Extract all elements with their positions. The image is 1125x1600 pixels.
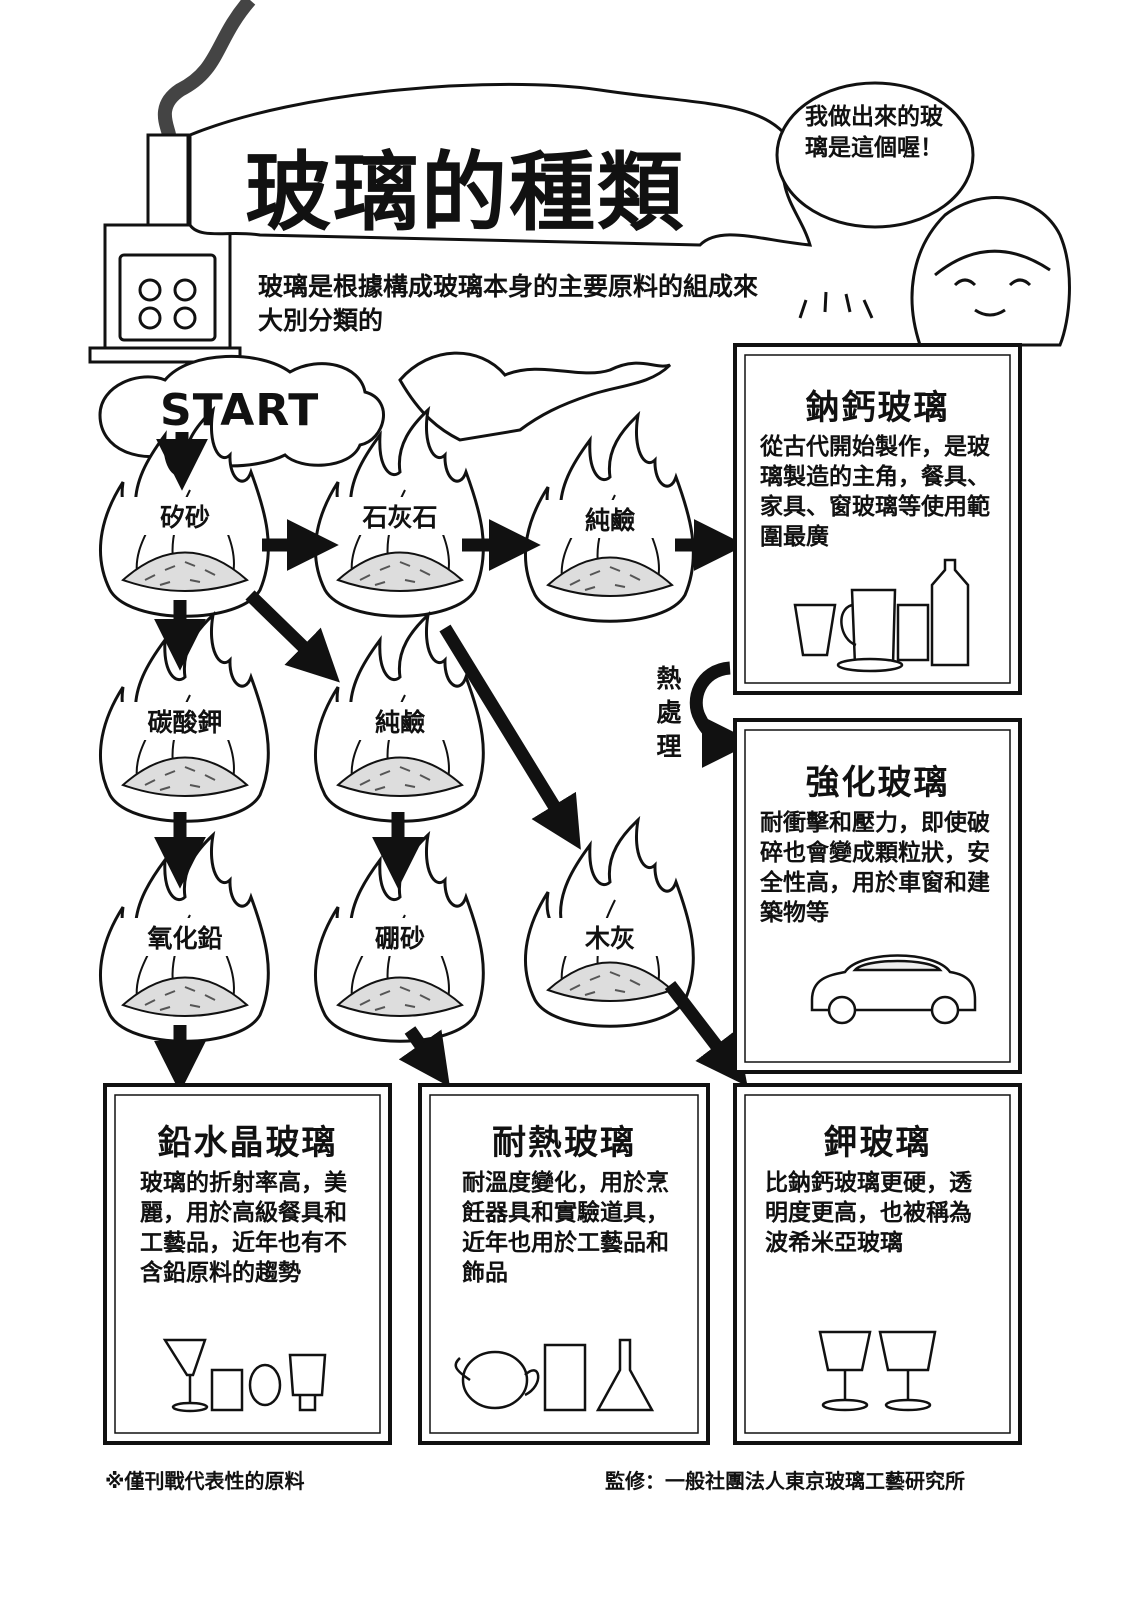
- speech-bubble: [775, 81, 975, 229]
- box-soda-lime-title: 鈉鈣玻璃: [805, 388, 950, 428]
- material-soda-ash: 純鹼: [545, 500, 675, 538]
- box-tempered-title: 強化玻璃: [805, 763, 950, 803]
- material-wood-ash: 木灰: [545, 918, 675, 956]
- result-frames: [103, 343, 1022, 1445]
- page-subtitle: 玻璃是根據構成玻璃本身的主要原料的組成來大別分類的: [258, 272, 759, 335]
- bohemian-glassware-illustration: [818, 1330, 937, 1412]
- car-illustration: [810, 954, 977, 1025]
- dragon-illustration: [398, 351, 672, 442]
- girl-character: [798, 196, 1071, 347]
- box-tempered-text: 耐衝擊和壓力，即使破碎也會變成顆粒狀，安全性高，用於車窗和建築物等: [760, 810, 990, 926]
- box-heat-resistant-title: 耐熱玻璃: [492, 1123, 636, 1163]
- material-lead-oxide: 氧化鉛: [120, 918, 250, 956]
- footer-note: ※僅刊戰代表性的原料: [105, 1469, 305, 1493]
- crystal-glassware-illustration: [162, 1338, 327, 1413]
- furnace-illustration: [88, 0, 256, 364]
- box-potash-text: 比鈉鈣玻璃更硬，透明度更高，也被稱為波希米亞玻璃: [765, 1170, 972, 1256]
- material-soda-ash-secondary: 純鹼: [335, 702, 465, 740]
- heat-treatment-label: 熱處理: [656, 664, 682, 761]
- kitchenware-illustration: [454, 1338, 655, 1412]
- flow-arrows: [154, 432, 748, 1093]
- material-potassium-carbonate: 碳酸鉀: [120, 702, 250, 740]
- page-title: 玻璃的種類: [245, 143, 685, 243]
- box-soda-lime-text: 從古代開始製作，是玻璃製造的主角，餐具、家具、窗玻璃等使用範圍最廣: [760, 434, 990, 550]
- box-potash-title: 鉀玻璃: [823, 1123, 932, 1163]
- material-borax: 硼砂: [335, 918, 465, 956]
- start-label: START: [160, 385, 320, 436]
- tableware-illustration: [793, 558, 970, 673]
- footer-credit: 監修：一般社團法人東京玻璃工藝研究所: [605, 1469, 965, 1493]
- box-heat-resistant-text: 耐溫度變化，用於烹飪器具和實驗道具，近年也用於工藝品和飾品: [462, 1170, 669, 1286]
- box-lead-crystal-title: 鉛水晶玻璃: [157, 1123, 338, 1163]
- heat-arrow: [689, 661, 754, 768]
- material-silica-sand: 矽砂: [120, 497, 250, 535]
- box-lead-crystal-text: 玻璃的折射率高，美麗，用於高級餐具和工藝品，近年也有不含鉛原料的趨勢: [140, 1170, 347, 1286]
- material-limestone: 石灰石: [335, 497, 465, 535]
- speech-bubble-text: 我做出來的玻璃是這個喔！: [805, 104, 943, 161]
